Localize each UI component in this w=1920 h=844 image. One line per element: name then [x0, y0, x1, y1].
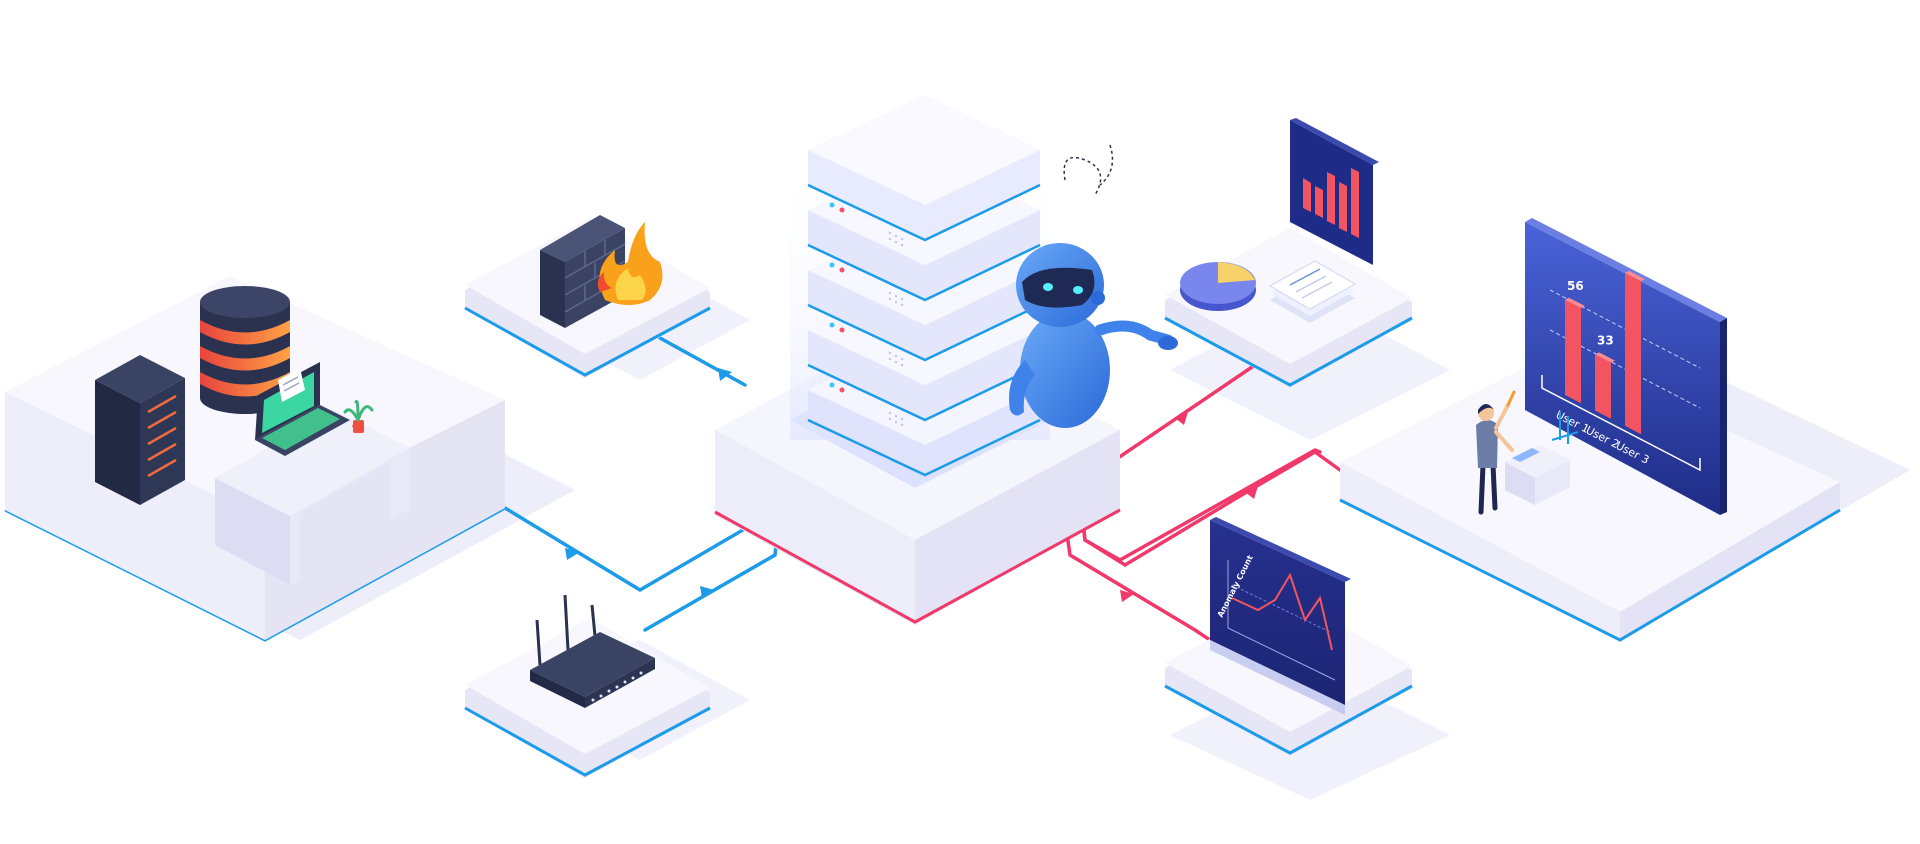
analytics-value-label-2: 33 — [1597, 333, 1614, 347]
desk — [215, 410, 410, 585]
bar-chart-icon — [1290, 118, 1379, 265]
analytics-bar-cap-2 — [1595, 352, 1615, 363]
analytics-bar-cap-3 — [1625, 270, 1645, 282]
person-icon — [1476, 390, 1516, 515]
firewall-icon — [540, 215, 626, 328]
analytics-bar-2 — [1595, 354, 1611, 419]
router-icon — [530, 594, 655, 708]
server-rack-icon — [95, 355, 185, 505]
kiosk — [1505, 412, 1579, 505]
plant-icon — [343, 399, 374, 433]
analytics-bar-cap-1 — [1565, 297, 1585, 309]
analytics-platform — [1339, 352, 1841, 642]
document-stack-icon — [1268, 260, 1357, 323]
analytics-bar-1 — [1565, 299, 1581, 404]
pie-chart-icon — [1180, 262, 1256, 311]
fire-icon — [597, 222, 663, 305]
analytics-value-label-1: 56 — [1567, 279, 1584, 293]
laptop-icon — [255, 362, 350, 456]
line-chart-icon: Anomaly Count — [1210, 517, 1351, 715]
server-stack — [807, 95, 1041, 477]
flow-arrows-red — [1120, 412, 1258, 602]
flow-arrows-blue — [565, 368, 732, 598]
analytics-bar-3 — [1625, 272, 1641, 435]
analytics-value-label-3: 90 — [1627, 252, 1644, 266]
robot-icon — [1009, 144, 1178, 428]
